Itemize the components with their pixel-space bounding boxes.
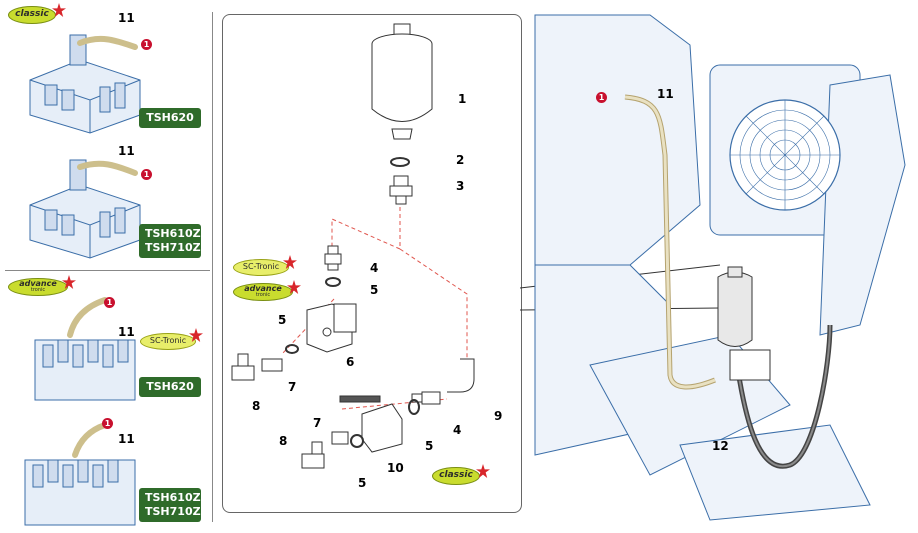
part-label: 2 xyxy=(456,153,465,167)
washer xyxy=(408,399,420,415)
logo-classic: classic xyxy=(432,467,480,485)
part-label: 5 xyxy=(278,313,287,327)
part-label: 6 xyxy=(346,355,355,369)
part-label: 7 xyxy=(313,416,322,430)
part-label: 12 xyxy=(712,439,729,453)
tee-adapter xyxy=(301,431,349,469)
divider-left xyxy=(212,12,213,522)
tee-adapter xyxy=(231,353,283,381)
part-label: 3 xyxy=(456,179,465,193)
part-label: 8 xyxy=(279,434,288,448)
marker-1: 1 xyxy=(596,92,607,103)
model-badge: TSH610Z TSH710Z xyxy=(139,224,201,258)
accumulator xyxy=(717,266,753,347)
fitting xyxy=(324,245,342,271)
washer xyxy=(285,344,299,354)
model-badge: TSH620 xyxy=(139,377,201,397)
valve-block-1 xyxy=(29,34,141,134)
tractor-detail xyxy=(534,14,906,521)
label-11: 11 xyxy=(118,11,135,25)
label-11: 11 xyxy=(118,325,135,339)
solenoid-valve-block xyxy=(306,303,357,353)
part-label: 9 xyxy=(494,409,503,423)
adapter-fitting xyxy=(389,175,413,205)
part-label: 11 xyxy=(657,87,674,101)
part-label: 5 xyxy=(370,283,379,297)
logo-classic: classic xyxy=(8,6,56,24)
marker-1: 1 xyxy=(141,39,152,50)
ball-valve xyxy=(339,395,403,453)
marker-1: 1 xyxy=(102,418,113,429)
washer xyxy=(350,434,364,448)
part-label: 1 xyxy=(458,92,467,106)
part-label: 7 xyxy=(288,380,297,394)
label-11: 11 xyxy=(118,144,135,158)
part-label: 10 xyxy=(387,461,404,475)
accumulator xyxy=(371,23,433,140)
model-badge: TSH620 xyxy=(139,108,201,128)
label-11: 11 xyxy=(118,432,135,446)
part-label: 5 xyxy=(358,476,367,490)
part-label: 4 xyxy=(453,423,462,437)
part-label: 8 xyxy=(252,399,261,413)
elbow-fitting xyxy=(447,358,475,393)
part-label: 5 xyxy=(425,439,434,453)
logo-sc-tronic: SC-Tronic xyxy=(140,333,196,350)
part-label: 4 xyxy=(370,261,379,275)
exploded-parts xyxy=(231,23,475,469)
washer xyxy=(325,277,341,287)
parts-frame xyxy=(222,14,522,513)
model-badge: TSH610Z TSH710Z xyxy=(139,488,201,522)
o-ring xyxy=(390,157,410,167)
fitting xyxy=(411,391,441,405)
marker-1: 1 xyxy=(141,169,152,180)
valve-block-4 xyxy=(24,422,136,526)
logo-sc-tronic: SC-Tronic xyxy=(233,259,289,276)
valve-block-3 xyxy=(34,297,136,401)
marker-1: 1 xyxy=(104,297,115,308)
divider-horizontal xyxy=(5,270,210,271)
